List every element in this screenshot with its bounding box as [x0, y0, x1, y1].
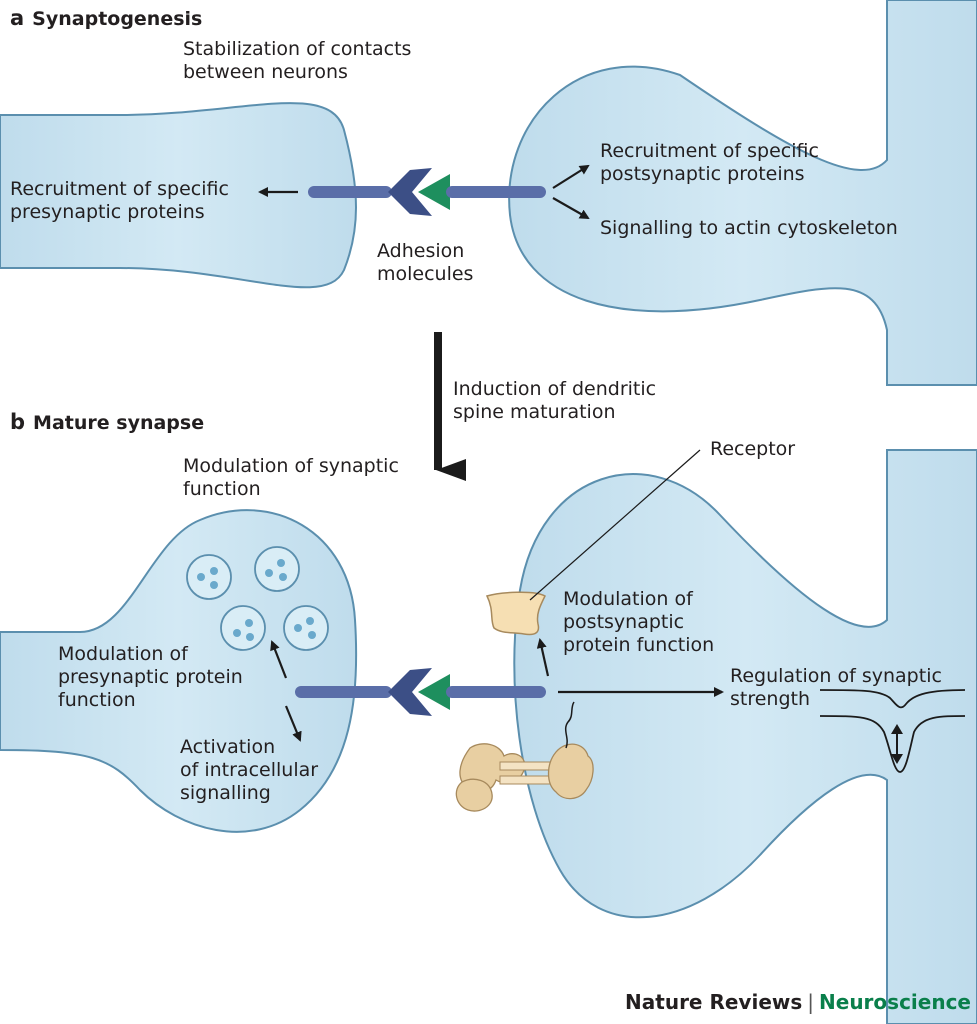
panel-a-letter: a: [10, 6, 25, 30]
arrow-to-actin-a: [552, 197, 590, 219]
panel-b-title: b Mature synapse: [10, 410, 204, 434]
receptor-shape: [485, 591, 546, 636]
label-modulation-pre: Modulation of presynaptic protein functi…: [58, 643, 243, 711]
journal-subject: Neuroscience: [819, 990, 971, 1014]
adhesion-stalk-pre-b: [295, 686, 392, 698]
arrow-to-vesicles-b: [270, 640, 288, 679]
label-receptor: Receptor: [710, 438, 796, 460]
label-adhesion-molecules: Adhesion molecules: [377, 240, 474, 285]
vesicle: [283, 605, 329, 651]
label-modulation-post: Modulation of postsynaptic protein funct…: [563, 588, 715, 656]
ligand-b: [418, 674, 450, 710]
ligand-a: [418, 174, 450, 210]
presynaptic-bouton-b: [0, 509, 358, 833]
signalling-complex: [455, 701, 594, 812]
adhesion-stalk-post-b: [446, 686, 546, 698]
panel-b-title-text: Mature synapse: [33, 412, 205, 434]
journal-name: Nature Reviews: [625, 990, 803, 1014]
credit-separator: |: [807, 990, 815, 1014]
adhesion-y-pre-b: [388, 668, 432, 716]
panel-a-title-text: Synaptogenesis: [32, 8, 203, 30]
label-actin: Signalling to actin cytoskeleton: [600, 217, 898, 239]
presynaptic-axon-a: [0, 102, 357, 289]
label-regulation: Regulation of synaptic strength: [730, 665, 942, 710]
label-activation: Activation of intracellular signalling: [180, 736, 319, 804]
label-modulation-synaptic: Modulation of synaptic function: [183, 455, 399, 500]
adhesion-y-pre-a: [388, 168, 432, 216]
arrow-to-signalling-b: [284, 705, 302, 742]
postsynaptic-dendrite-a: [508, 0, 977, 386]
panel-b-letter: b: [10, 410, 26, 434]
vesicle: [254, 546, 300, 592]
vesicle: [220, 605, 266, 651]
adhesion-stalk-post-a: [446, 186, 546, 198]
label-maturation: Induction of dendritic spine maturation: [453, 378, 657, 423]
vesicle: [186, 554, 232, 600]
arrow-to-postsynaptic-function-b: [536, 638, 550, 677]
postsynaptic-spine-b: [513, 449, 977, 1024]
panel-a-title: a Synaptogenesis: [10, 6, 202, 30]
vesicles: [186, 546, 329, 651]
label-presynaptic-recruitment: Recruitment of specific presynaptic prot…: [10, 178, 229, 223]
adhesion-stalk-pre-a: [308, 186, 392, 198]
label-stabilization: Stabilization of contacts between neuron…: [183, 38, 412, 83]
arrow-to-postsynaptic-a: [552, 164, 590, 189]
label-postsynaptic-recruitment: Recruitment of specific postsynaptic pro…: [600, 140, 819, 185]
receptor-leader: [529, 449, 701, 601]
synaptic-strength-trace: [819, 689, 966, 773]
journal-credit: Nature Reviews|Neuroscience: [625, 990, 971, 1014]
